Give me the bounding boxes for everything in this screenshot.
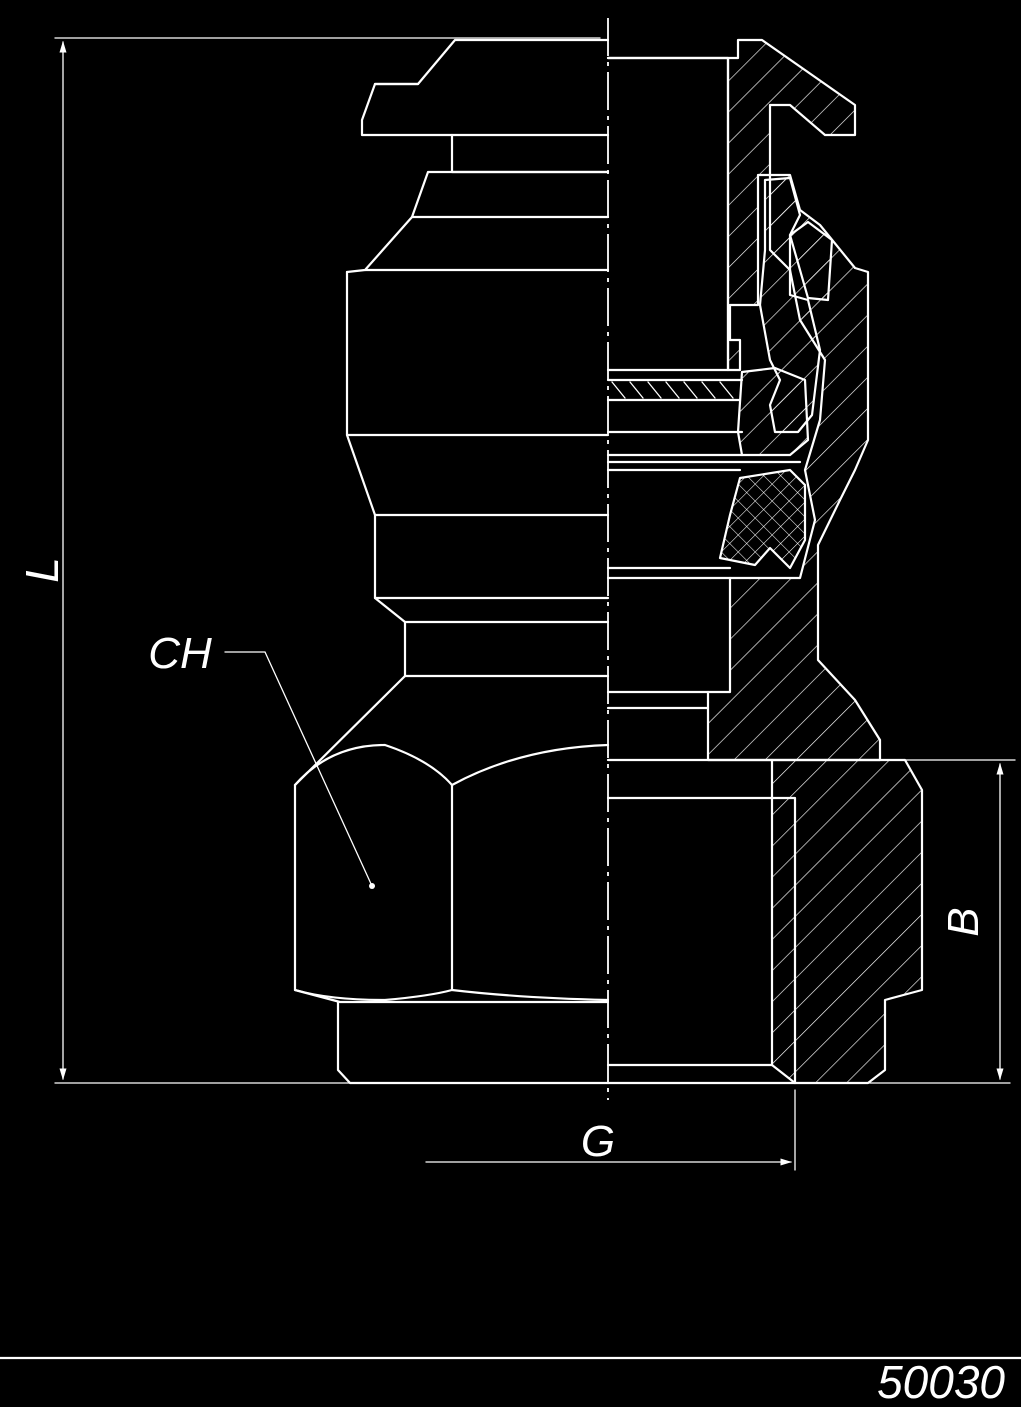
label-B: B [939, 907, 988, 936]
section-view [606, 38, 924, 1085]
drawing-number: 50030 [877, 1356, 1005, 1407]
exterior-view [293, 38, 610, 1085]
label-L: L [16, 557, 68, 583]
dimension-L [54, 37, 1011, 1084]
label-CH: CH [148, 629, 212, 678]
label-G: G [581, 1117, 615, 1166]
dimension-B [879, 759, 1016, 1081]
leader-CH [224, 651, 375, 889]
dimension-G [425, 1089, 796, 1171]
